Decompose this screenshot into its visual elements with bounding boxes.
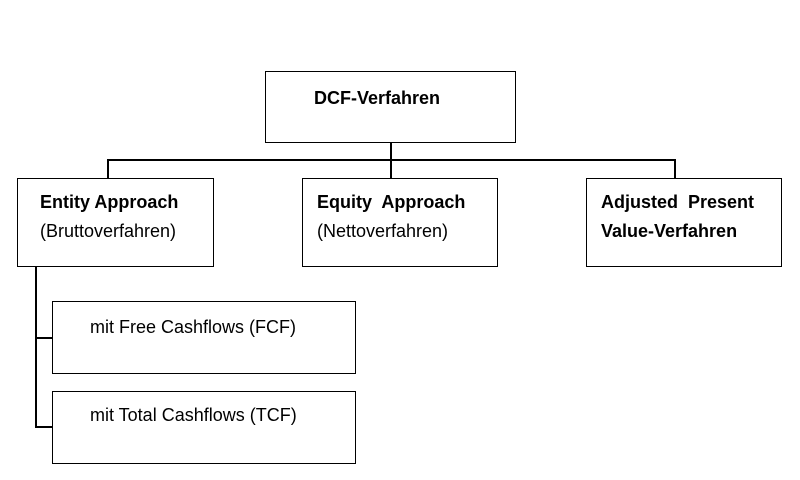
root-label: DCF-Verfahren <box>314 88 441 108</box>
connector-to-entity <box>107 159 109 179</box>
connector-to-apv <box>674 159 676 179</box>
equity-approach-box: Equity Approach (Nettoverfahren) <box>302 178 498 267</box>
connector-entity-down <box>35 267 37 427</box>
apv-title-line1: Adjusted Present <box>601 192 755 212</box>
entity-approach-subtitle: (Bruttoverfahren) <box>40 221 177 241</box>
apv-approach-box: Adjusted Present Value-Verfahren <box>586 178 782 267</box>
dcf-root-box: DCF-Verfahren <box>265 71 516 143</box>
fcf-variant-box: mit Free Cashflows (FCF) <box>52 301 356 374</box>
connector-root-down <box>390 143 392 160</box>
tcf-variant-label: mit Total Cashflows (TCF) <box>90 405 297 425</box>
apv-title-line2: Value-Verfahren <box>601 221 738 241</box>
connector-to-equity <box>390 159 392 179</box>
tcf-variant-box: mit Total Cashflows (TCF) <box>52 391 356 464</box>
entity-approach-title: Entity Approach <box>40 192 179 212</box>
entity-approach-box: Entity Approach (Bruttoverfahren) <box>17 178 214 267</box>
connector-to-fcf <box>35 337 53 339</box>
equity-approach-subtitle: (Nettoverfahren) <box>317 221 449 241</box>
fcf-variant-label: mit Free Cashflows (FCF) <box>90 317 297 337</box>
equity-approach-title: Equity Approach <box>317 192 466 212</box>
connector-to-tcf <box>35 426 53 428</box>
